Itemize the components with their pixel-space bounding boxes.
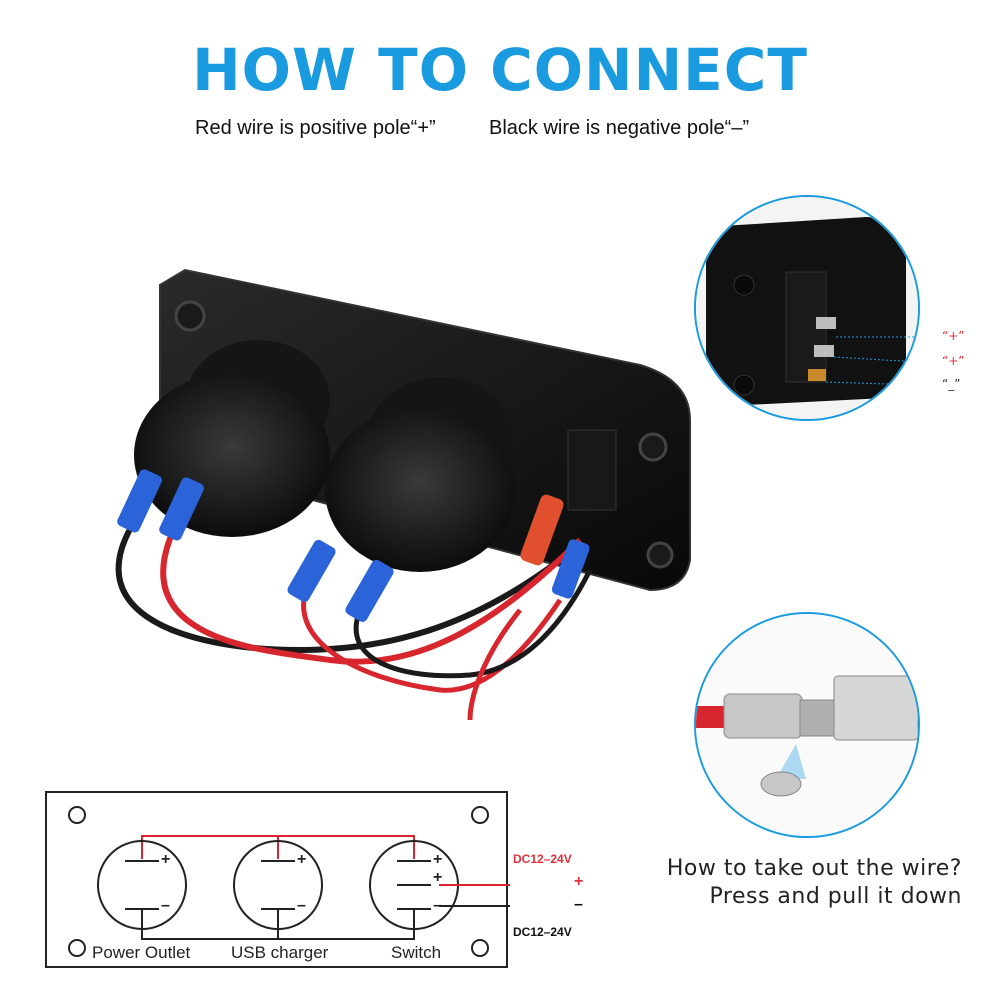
usb-plus: + [297,851,307,868]
usb-charger-symbol [233,840,323,930]
mount-hole [68,806,86,824]
switch-pin-positive-1: “+” [942,329,965,343]
power-outlet-symbol [97,840,187,930]
remove-wire-instruction: Press and pull it down [709,884,962,909]
red-wire [301,578,563,693]
supply-plus-sign: + [574,873,584,890]
switch-pins-zoom [694,195,920,421]
panel-hole [174,300,206,332]
blue-connector [117,469,590,622]
mount-hole [68,939,86,957]
switch-plus-2: + [433,869,443,886]
dc-negative-label: DC12–24V [513,925,572,939]
remove-wire-question: How to take out the wire? [666,856,962,881]
red-wire [160,498,583,665]
switch-minus: – [433,897,442,914]
mount-hole [471,806,489,824]
power-outlet-label: Power Outlet [92,943,191,962]
wiring-diagram: + – + – + + – Power Outlet USB charger S… [45,791,510,968]
usb-charger-socket [325,408,515,572]
red-wire [467,608,522,721]
panel-hole [638,432,668,462]
switch-pin-negative: “_” [942,377,961,391]
panel-hole [646,541,674,569]
black-wire-note: Black wire is negative pole“–” [489,117,750,139]
red-wire-note: Red wire is positive pole“+” [195,117,436,139]
switch-label: Switch [391,943,442,962]
power-outlet-socket [134,373,330,537]
black-wire [353,568,593,679]
switch-pin-positive-2: “+” [942,354,965,368]
dc-positive-label: DC12–24V [513,852,572,866]
usb-charger-label: USB charger [231,943,329,962]
usb-minus: – [297,897,306,914]
terminal-zoom [694,612,920,838]
switch-plus-1: + [433,851,443,868]
outlet-minus: – [161,897,170,914]
mount-hole [471,939,489,957]
page-title: HOW TO CONNECT [192,36,808,104]
black-wire [115,498,562,654]
outlet-plus: + [161,851,171,868]
red-connector [520,494,564,566]
supply-minus-sign: – [574,896,583,913]
switch-body [567,429,617,511]
